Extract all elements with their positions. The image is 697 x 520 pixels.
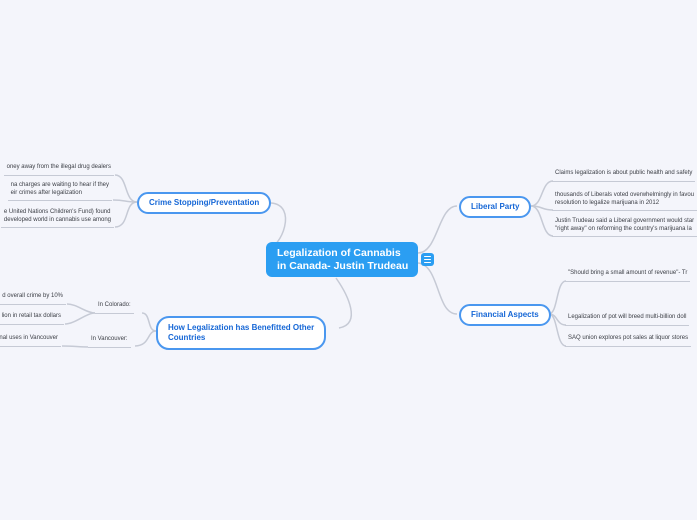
connector-line [114,201,138,228]
connector-line [548,313,567,347]
connector-line [141,312,157,332]
child-topic-trudeau-reform[interactable]: Justin Trudeau said a Liberal government… [552,218,697,237]
child-topic-retail-tax[interactable]: lion in retail tax dollars [0,313,64,325]
benefits-label-line2: Countries [168,333,206,342]
child-topic-unicef[interactable]: e United Nations Children's Fund) found … [0,209,114,228]
connector-line [66,303,96,314]
central-topic-line2: in Canada- Justin Trudeau [277,259,409,272]
branch-node-crime[interactable]: Crime Stopping/Preventation [137,192,272,214]
subtopic-colorado[interactable]: In Colorado: [95,302,134,314]
connector-line [335,277,352,329]
subtopic-vancouver[interactable]: In Vancouver: [88,336,131,348]
child-topic-charges[interactable]: na charges are waiting to hear if they e… [7,182,112,201]
child-topic-drug-dealers[interactable]: oney away from the illegal drug dealers [3,164,114,176]
branch-node-financial-aspects[interactable]: Financial Aspects [459,304,551,326]
connector-line [530,180,554,207]
child-topic-public-health[interactable]: Claims legalization is about public heal… [552,170,696,182]
child-topic-saq-union[interactable]: SAQ union explores pot sales at liquor s… [565,335,692,347]
connector-line [530,205,554,237]
connector-line [114,174,138,203]
connector-line [64,312,96,325]
branch-node-liberal-party[interactable]: Liberal Party [459,196,532,218]
child-topic-liberals-vote[interactable]: thousands of Liberals voted overwhelming… [552,192,697,211]
connector-line [548,280,567,315]
benefits-label-line1: How Legalization has Benefitted Other [168,323,315,332]
child-topic-revenue-quote[interactable]: "Should bring a small amount of revenue"… [565,270,691,282]
connector-line [61,345,89,348]
connector-line [134,330,157,347]
child-topic-crime-10pct[interactable]: d overall crime by 10% [0,293,66,305]
notes-icon[interactable] [421,253,434,266]
child-topic-multibillion[interactable]: Legalization of pot will breed multi-bil… [565,314,690,326]
connector-line [417,205,458,254]
central-topic-node[interactable]: Legalization of Cannabis in Canada- Just… [266,242,418,277]
child-topic-vancouver-uses[interactable]: inal uses in Vancouver [0,335,61,347]
connector-line [417,262,458,315]
central-topic-line1: Legalization of Cannabis [277,246,401,259]
branch-node-benefits[interactable]: How Legalization has Benefitted Other Co… [156,316,327,350]
